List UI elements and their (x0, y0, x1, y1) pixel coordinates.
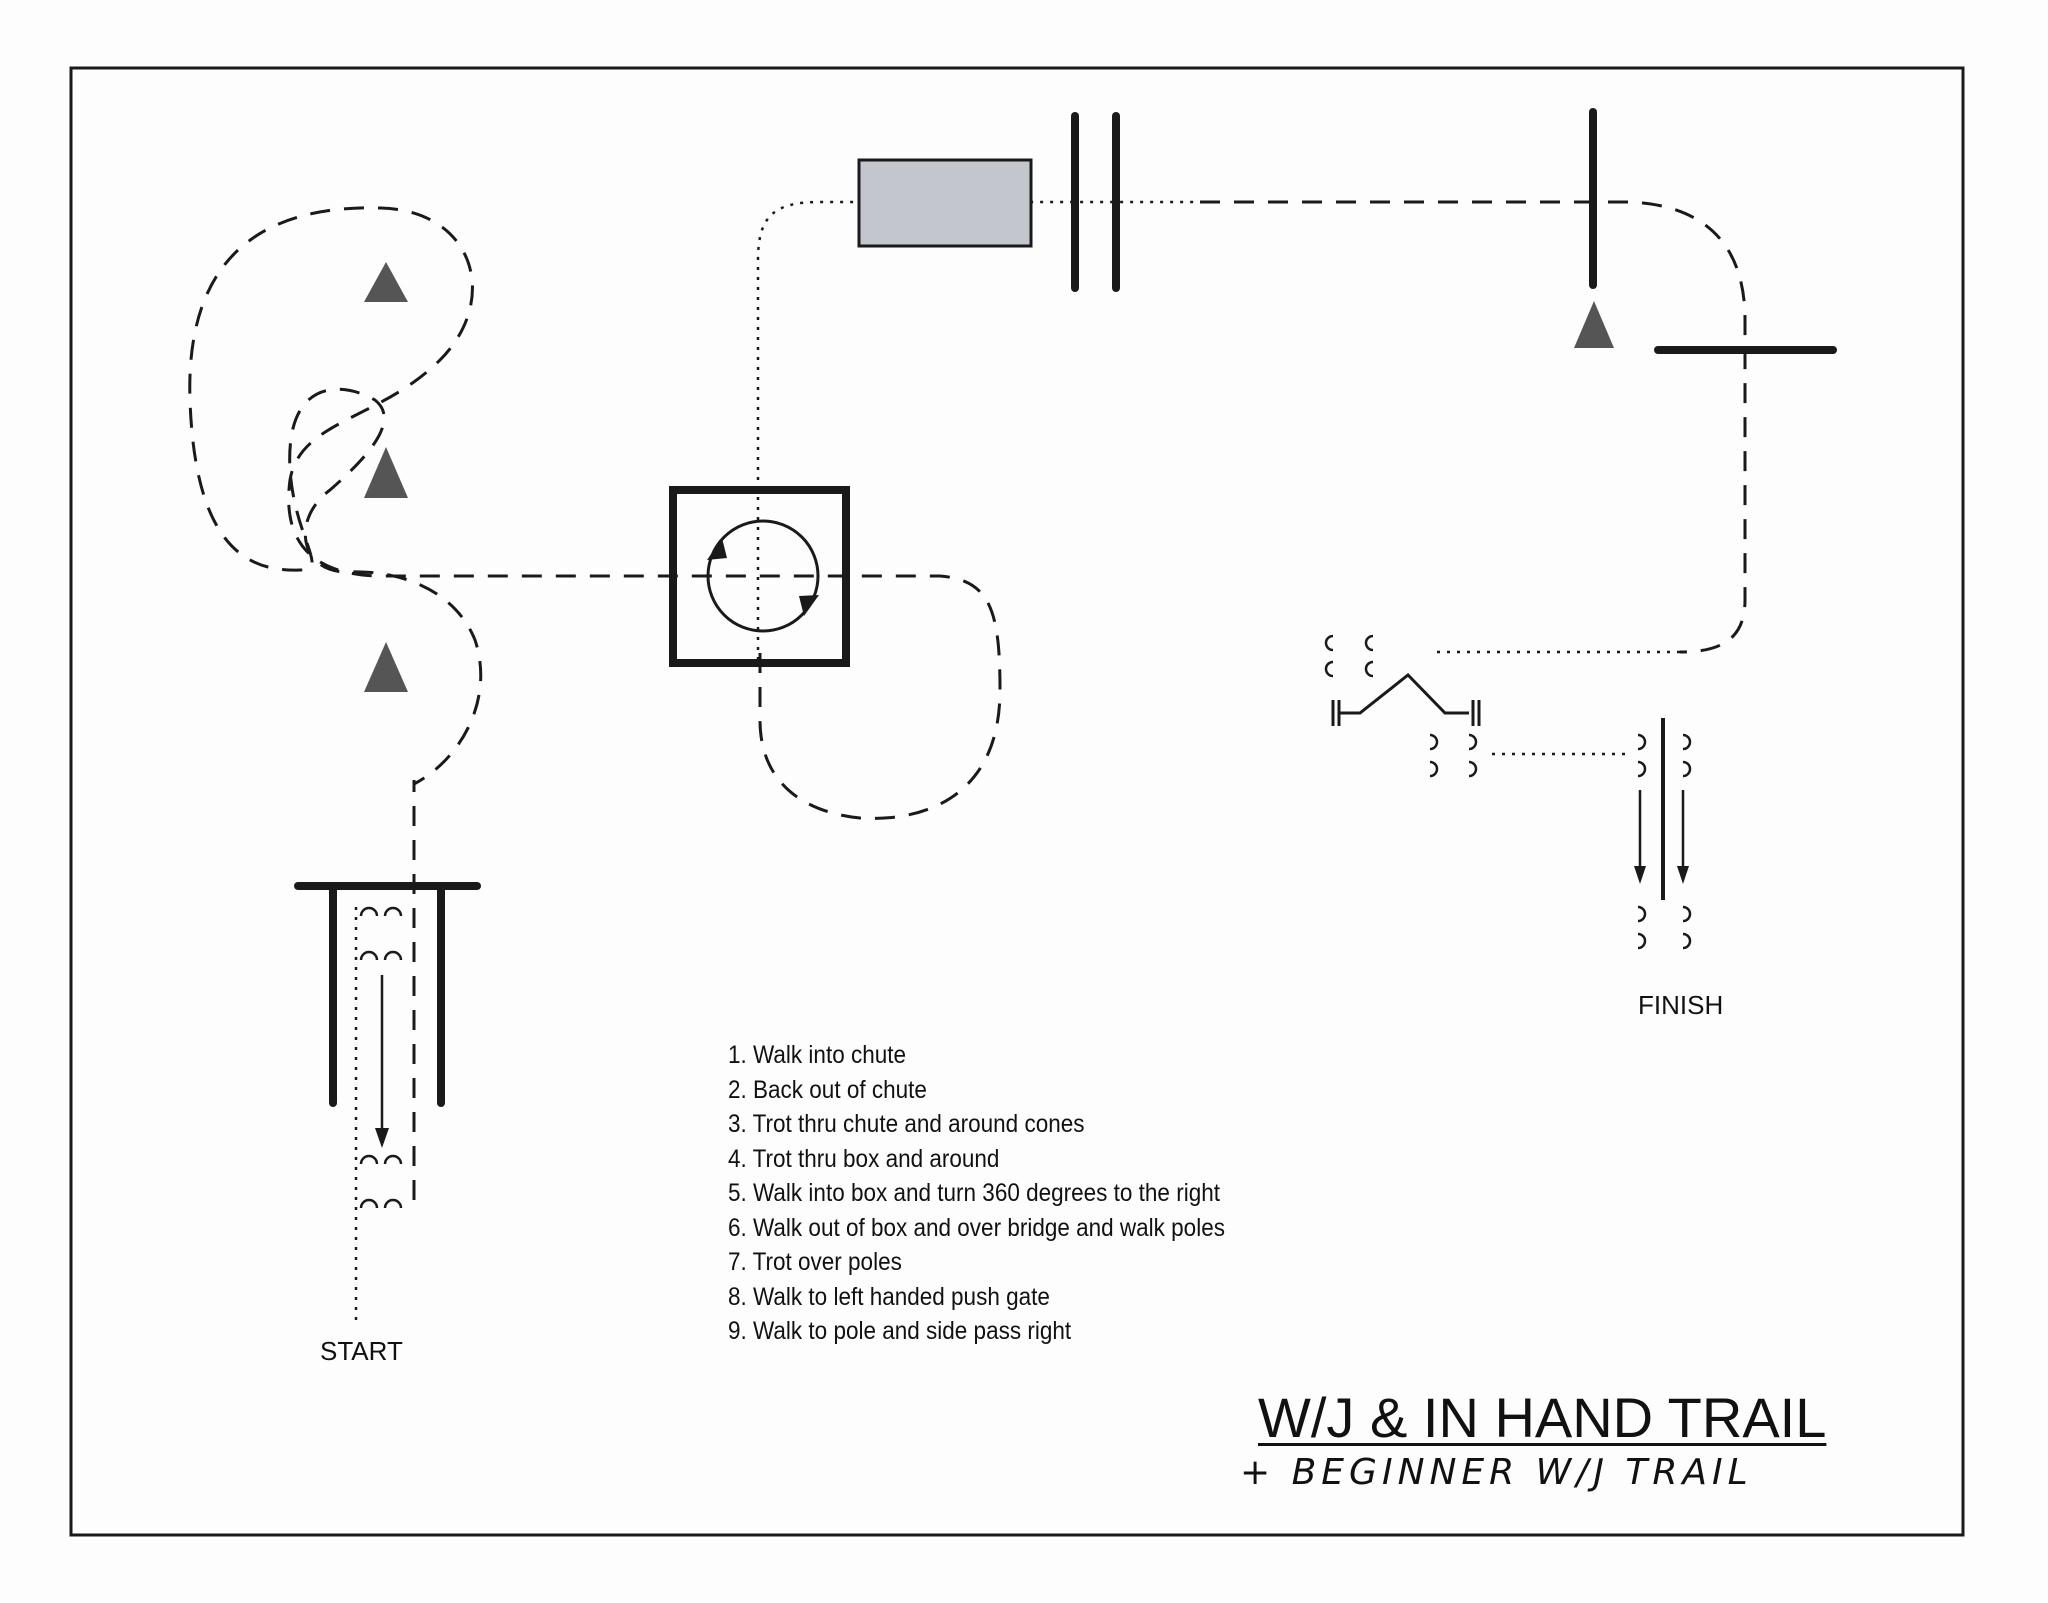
turn-arrowhead-2 (799, 595, 819, 616)
start-label: START (320, 1336, 403, 1366)
step-item: 5. Walk into box and turn 360 degrees to… (728, 1179, 1220, 1207)
turn-arrowhead-1 (707, 538, 727, 560)
turn-circle (706, 519, 820, 633)
bridge (857, 158, 1033, 248)
chute (294, 882, 481, 1107)
cone-3 (364, 642, 408, 692)
cones (364, 262, 1614, 692)
cone-2 (364, 447, 408, 498)
hoof-prints-gate (1324, 634, 1478, 778)
cone-1 (364, 262, 408, 302)
diagram-title: W/J & IN HAND TRAIL (1258, 1386, 1827, 1449)
step-item: 6. Walk out of box and over bridge and w… (728, 1213, 1225, 1242)
turn-box (669, 486, 850, 667)
step-item: 4. Trot thru box and around (728, 1144, 1000, 1173)
diagram-border (69, 66, 1965, 1537)
back-out-arrowhead (375, 1128, 389, 1148)
step-item: 2. Back out of chute (728, 1075, 927, 1104)
serpentine-path (188, 206, 1002, 820)
finish-label: FINISH (1638, 990, 1724, 1020)
step-item: 7. Trot over poles (728, 1248, 902, 1276)
step-item: 3. Trot thru chute and around cones (728, 1110, 1085, 1138)
hoof-prints-sidepass (1637, 733, 1692, 950)
steps-list: 1. Walk into chute 2. Back out of chute … (728, 1038, 1280, 1349)
step-item: 8. Walk to left handed push gate (728, 1282, 1050, 1311)
sidepass-arrowhead-2 (1677, 866, 1689, 884)
sidepass-arrowhead-1 (1634, 866, 1646, 884)
cone-4 (1574, 301, 1614, 348)
diagram-subtitle: + BEGINNER W/J TRAIL (1240, 1452, 1753, 1493)
step-item: 9. Walk to pole and side pass right (728, 1317, 1072, 1345)
hoof-prints-chute (359, 906, 403, 1209)
push-gate (1331, 672, 1481, 726)
step-item: 1. Walk into chute (728, 1041, 907, 1069)
poles-path (1200, 200, 1747, 654)
